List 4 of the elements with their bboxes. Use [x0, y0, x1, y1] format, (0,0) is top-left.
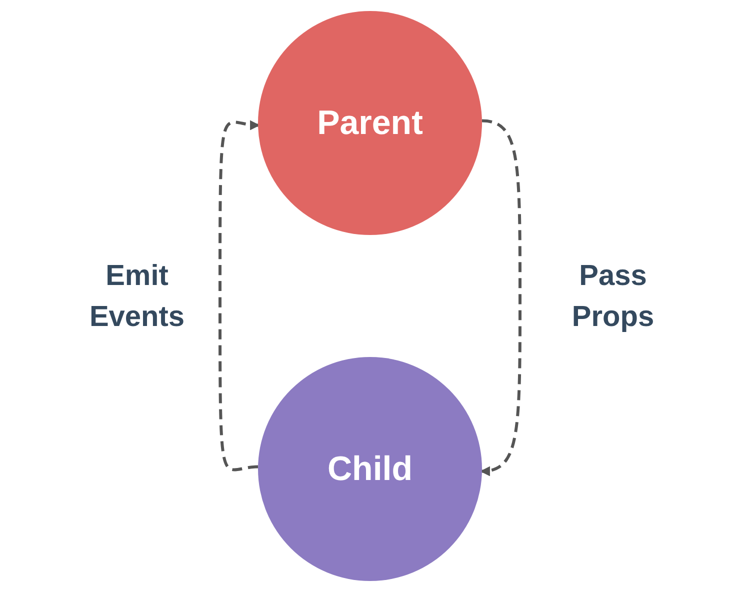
dashed-arrow: [218, 120, 260, 472]
node-label: Child: [328, 450, 412, 488]
dashed-arrow: [480, 119, 522, 476]
node-label: Parent: [317, 104, 423, 142]
